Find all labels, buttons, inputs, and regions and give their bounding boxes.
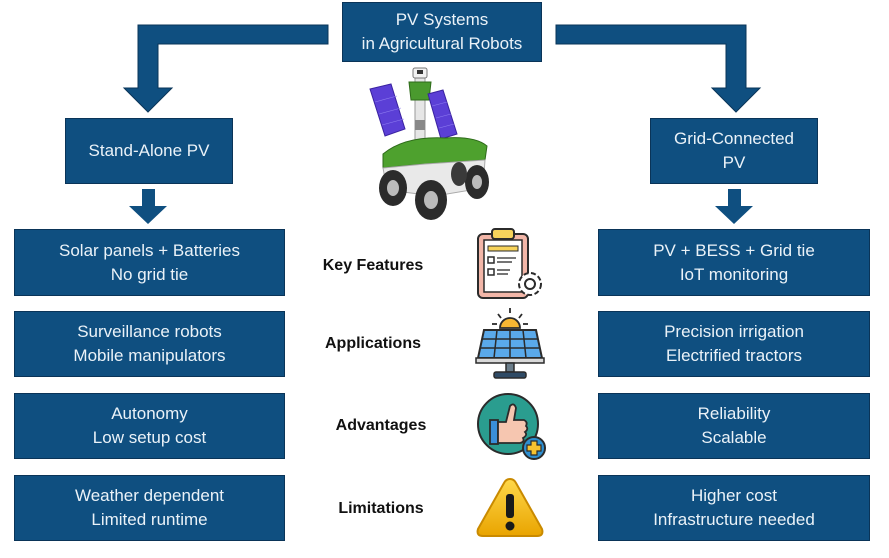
row-label-advantages: Advantages — [335, 417, 427, 434]
grid-connected-advantages-box: Reliability Scalable — [598, 393, 870, 459]
solar-panel-sun-icon — [475, 308, 545, 379]
stand-alone-pv-title: Stand-Alone PV — [88, 141, 210, 160]
row-label-key-features: Key Features — [322, 257, 424, 274]
stand-alone-key-features-box: Solar panels + Batteries No grid tie — [14, 229, 285, 296]
stand-alone-advantages-line-2: Low setup cost — [92, 428, 207, 447]
grid-connected-applications-box: Precision irrigation Electrified tractor… — [598, 311, 870, 377]
grid-connected-pv-title-2: PV — [722, 153, 746, 172]
stand-alone-pv-box: Stand-Alone PV — [65, 118, 233, 184]
stand-alone-key-features-line-1: Solar panels + Batteries — [59, 240, 240, 260]
grid-connected-advantages-line-1: Reliability — [697, 404, 771, 423]
stand-alone-advantages-line-1: Autonomy — [111, 404, 188, 423]
stand-alone-limitations-line-1: Weather dependent — [74, 486, 225, 505]
stand-alone-advantages-box: Autonomy Low setup cost — [14, 393, 285, 459]
grid-connected-limitations-line-2: Infrastructure needed — [653, 510, 815, 529]
grid-connected-limitations-line-1: Higher cost — [691, 486, 777, 505]
grid-connected-applications-line-1: Precision irrigation — [664, 322, 804, 341]
grid-connected-pv-title-1: Grid-Connected — [673, 129, 794, 148]
warning-triangle-icon — [476, 477, 544, 537]
row-label-applications: Applications — [324, 335, 421, 352]
title-line-1: PV Systems — [395, 10, 489, 29]
arrow-to-stand-alone — [122, 24, 329, 113]
solar-agricultural-robot-icon — [369, 67, 489, 220]
stand-alone-limitations-box: Weather dependent Limited runtime — [14, 475, 285, 541]
title-box: PV Systems in Agricultural Robots — [342, 2, 542, 62]
stand-alone-key-features-line-2: No grid tie — [110, 264, 189, 284]
thumbs-up-plus-icon — [477, 393, 546, 460]
stand-alone-applications-box: Surveillance robots Mobile manipulators — [14, 311, 285, 377]
stand-alone-applications-line-1: Surveillance robots — [77, 322, 222, 341]
grid-connected-applications-line-2: Electrified tractors — [665, 346, 803, 365]
clipboard-gear-icon — [477, 228, 542, 299]
grid-connected-key-features-line-2: IoT monitoring — [679, 264, 789, 284]
grid-connected-advantages-line-2: Scalable — [701, 428, 767, 447]
arrow-grid-connected-down — [715, 189, 753, 224]
row-label-limitations: Limitations — [338, 500, 424, 517]
grid-connected-key-features-box: PV + BESS + Grid tie IoT monitoring — [598, 229, 870, 296]
grid-connected-limitations-box: Higher cost Infrastructure needed — [598, 475, 870, 541]
arrow-stand-alone-down — [129, 189, 167, 224]
stand-alone-limitations-line-2: Limited runtime — [91, 510, 208, 529]
arrow-to-grid-connected — [555, 24, 762, 113]
grid-connected-key-features-line-1: PV + BESS + Grid tie — [653, 240, 815, 260]
grid-connected-pv-box: Grid-Connected PV — [650, 118, 818, 184]
stand-alone-applications-line-2: Mobile manipulators — [73, 346, 226, 365]
title-line-2: in Agricultural Robots — [361, 34, 523, 53]
